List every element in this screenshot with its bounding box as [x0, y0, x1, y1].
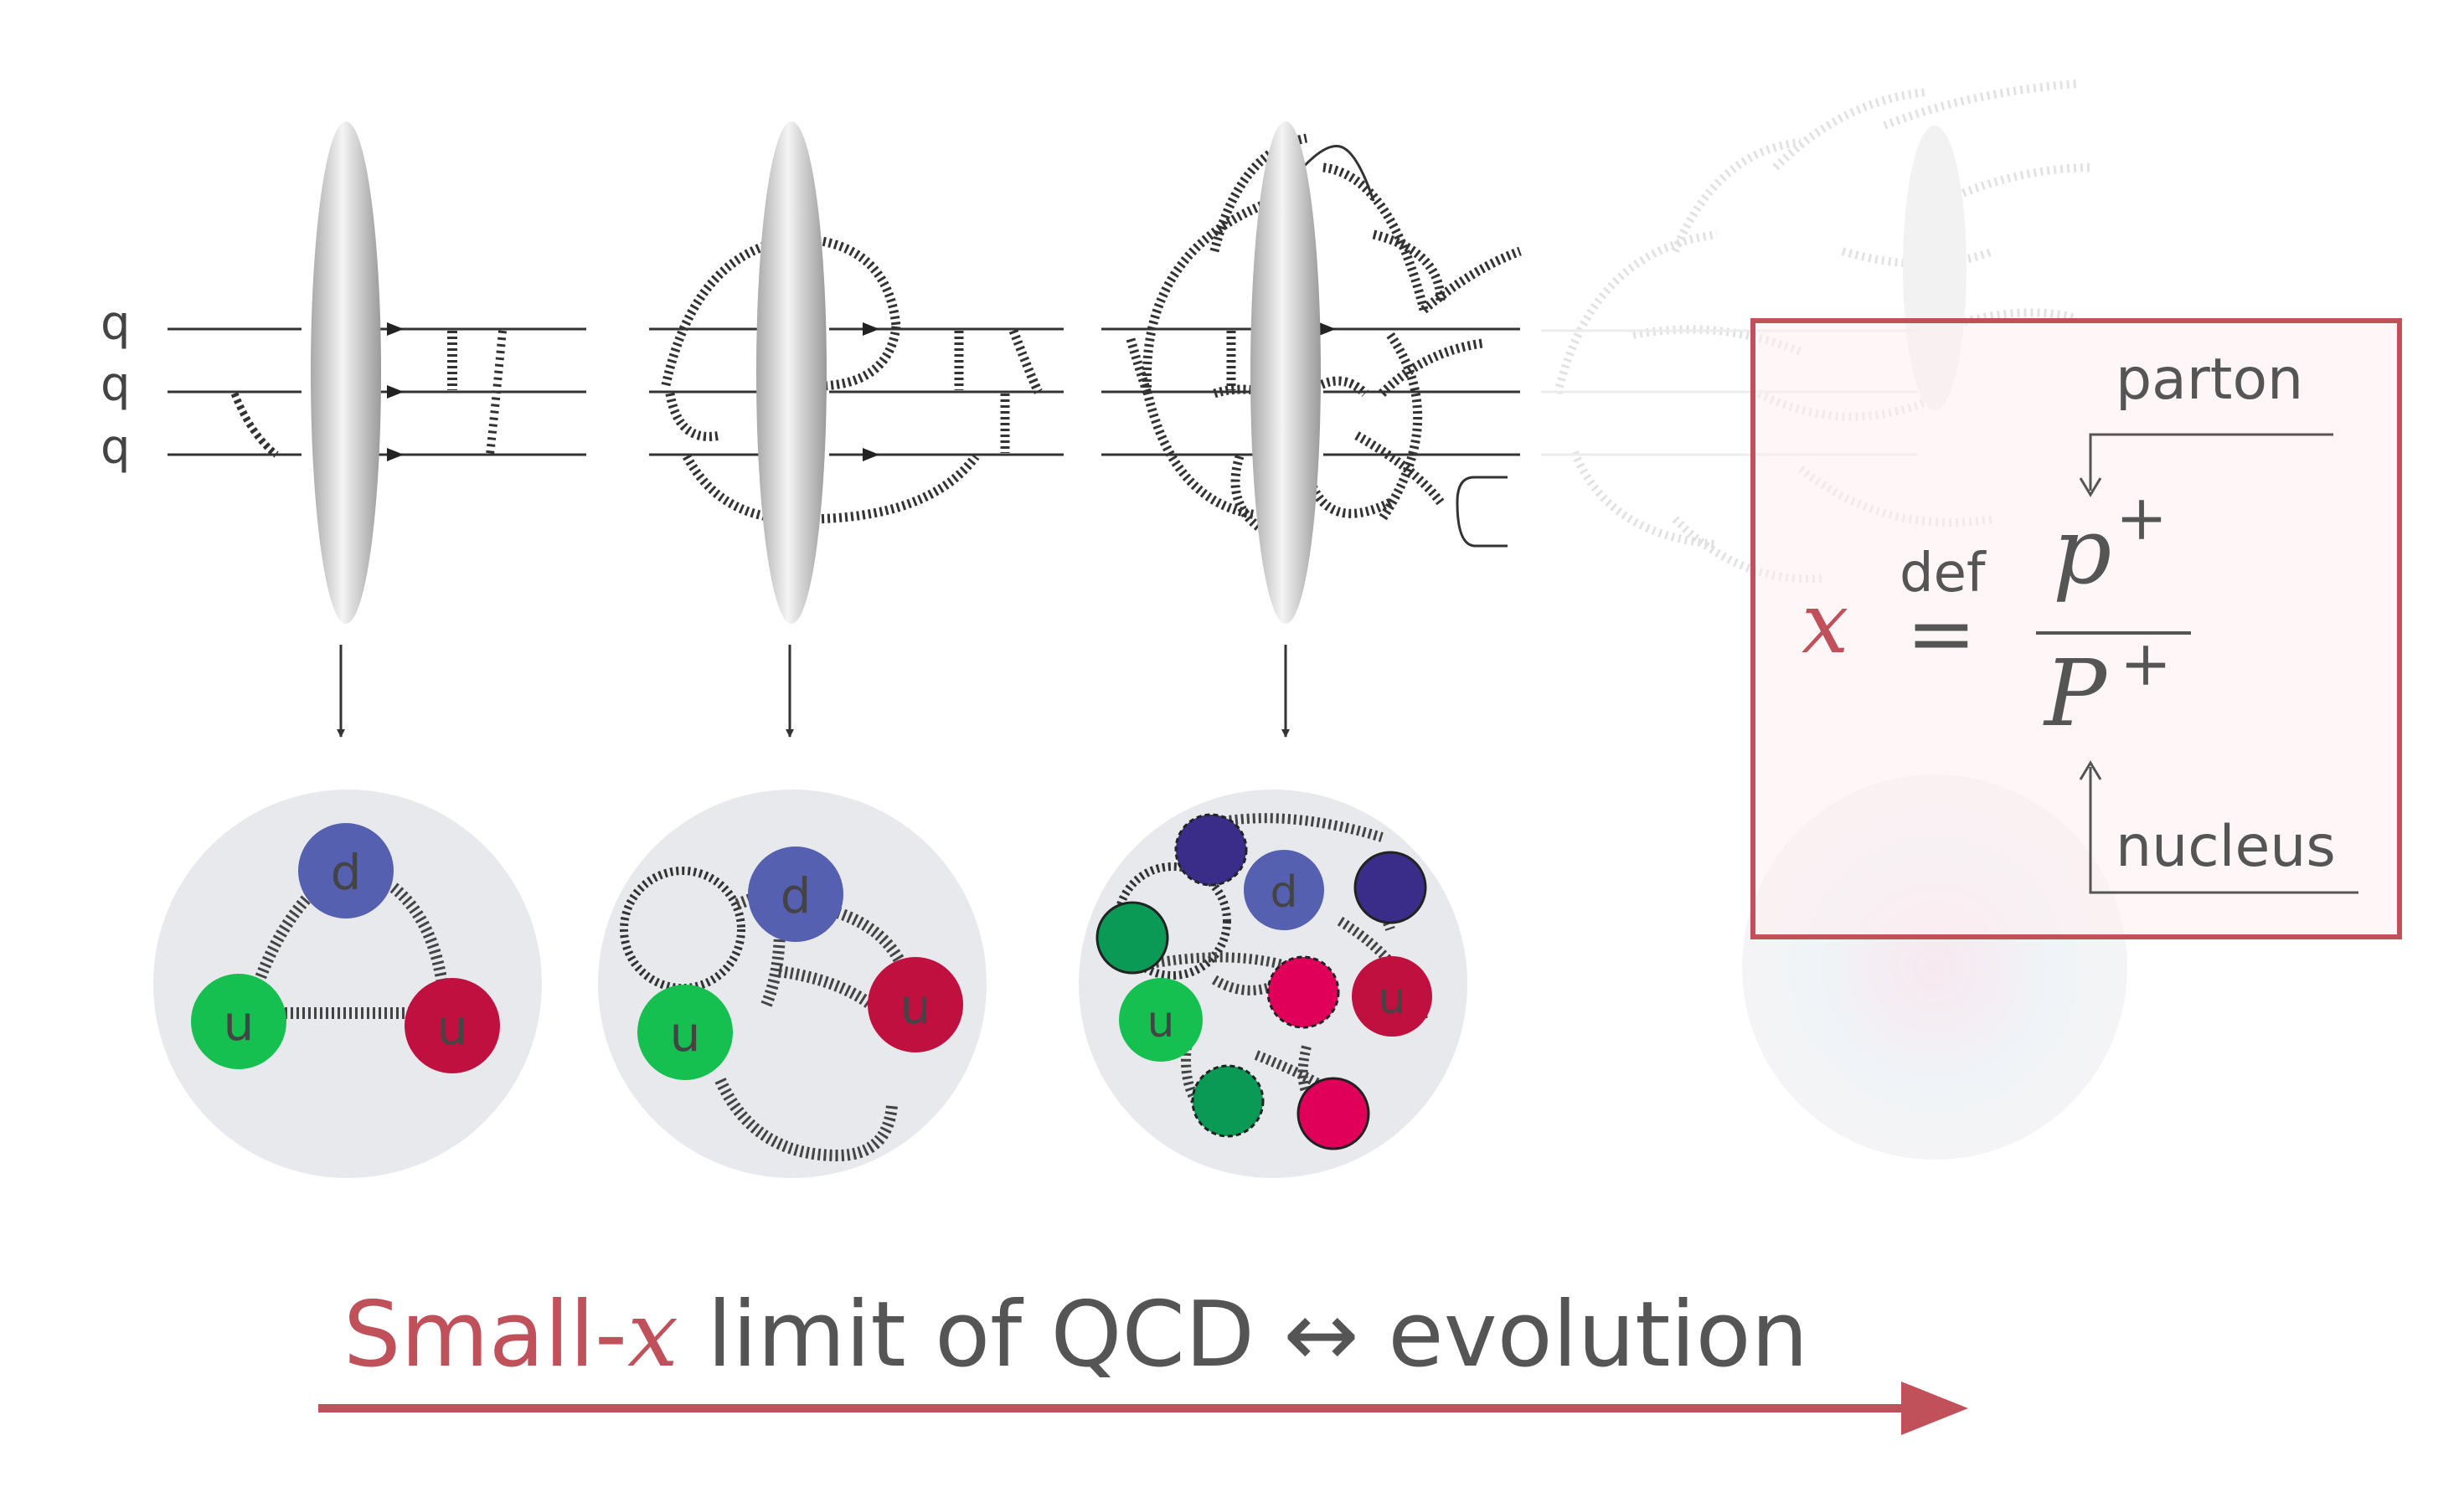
contracted-nucleus-1	[311, 121, 381, 624]
definition-formula: parton x def = p + P + nucleus	[1802, 347, 2358, 894]
svg-text:u: u	[670, 1006, 701, 1063]
contracted-nucleus-3	[1250, 121, 1321, 624]
nucleon-panel-3: d u u	[1079, 790, 1467, 1178]
numerator-p: p	[2053, 497, 2111, 605]
gluon-cascade-panel-3	[1126, 133, 1522, 540]
ghost-gluon-arc	[1554, 230, 1718, 395]
ghost-gluon-arc	[1924, 163, 2095, 214]
nucleus-label: nucleus	[2116, 814, 2336, 880]
quark: d	[748, 846, 843, 942]
ghost-gluon-arc	[1841, 247, 1995, 268]
quark-lines	[168, 327, 1520, 456]
gluon-fluctuation	[1296, 1077, 1370, 1150]
gluon-fluctuation	[1095, 901, 1169, 975]
quark-direction-arrows	[387, 322, 1336, 461]
svg-text:d: d	[781, 867, 812, 924]
def-label: def	[1900, 543, 1987, 605]
gluon-fluctuation	[1266, 955, 1340, 1029]
x-variable: x	[1802, 574, 1848, 672]
gluon-loops-panel-2	[661, 234, 1043, 524]
svg-text:d: d	[1270, 867, 1297, 918]
ghost-gluon-arc	[1671, 138, 1802, 253]
caption-rest: limit of QCD ↔ evolution	[678, 1283, 1809, 1387]
denominator-sup: +	[2120, 628, 2172, 700]
caption-variable: x	[626, 1283, 678, 1387]
quark: u	[1352, 956, 1432, 1037]
numerator-sup: +	[2116, 482, 2168, 554]
quark: u	[637, 985, 733, 1080]
caption-title: Small-x limit of QCD ↔ evolution	[343, 1281, 1808, 1390]
nucleon-panel-1: d u u	[153, 790, 542, 1178]
denominator-P: P	[2043, 640, 2108, 747]
quark: d	[1244, 850, 1324, 930]
ghost-gluon-arc	[1883, 80, 2078, 130]
quark-label: q	[101, 296, 131, 351]
svg-text:u: u	[224, 995, 255, 1052]
quark: u	[1119, 978, 1203, 1062]
quark-label: q	[101, 358, 131, 412]
contracted-nucleus-2	[756, 121, 827, 624]
x-definition-box: parton x def = p + P + nucleus	[1750, 318, 2402, 939]
parton-pointer	[2089, 433, 2333, 491]
quark: d	[298, 823, 394, 918]
ghost-gluon-arc	[1570, 450, 1718, 548]
svg-text:d: d	[331, 844, 362, 901]
parton-label: parton	[2116, 347, 2303, 413]
svg-text:u: u	[1147, 997, 1175, 1047]
quark: u	[405, 978, 500, 1073]
nucleon-panel-2: d u u	[598, 790, 987, 1178]
gluon-fluctuation	[1353, 851, 1427, 924]
gluon-fluctuation	[1174, 813, 1248, 887]
gluon-fluctuation	[1191, 1064, 1265, 1138]
quark: u	[191, 974, 286, 1069]
ghost-gluon-arc	[1772, 88, 1927, 171]
caption-prefix: Small-	[343, 1283, 627, 1387]
svg-text:u: u	[1379, 974, 1406, 1024]
quark: u	[868, 957, 963, 1052]
equals-sign: =	[1906, 584, 1977, 682]
quark-pair-branches	[1292, 144, 1508, 548]
ghost-gluon-arc	[1672, 516, 1827, 584]
svg-text:u: u	[437, 999, 468, 1056]
quark-label: q	[101, 420, 131, 475]
nucleus-pointer	[2089, 767, 2358, 894]
evolution-arrow	[318, 1382, 1968, 1435]
svg-text:u: u	[900, 978, 931, 1035]
gluon-exchanges-panel-1	[230, 330, 507, 458]
